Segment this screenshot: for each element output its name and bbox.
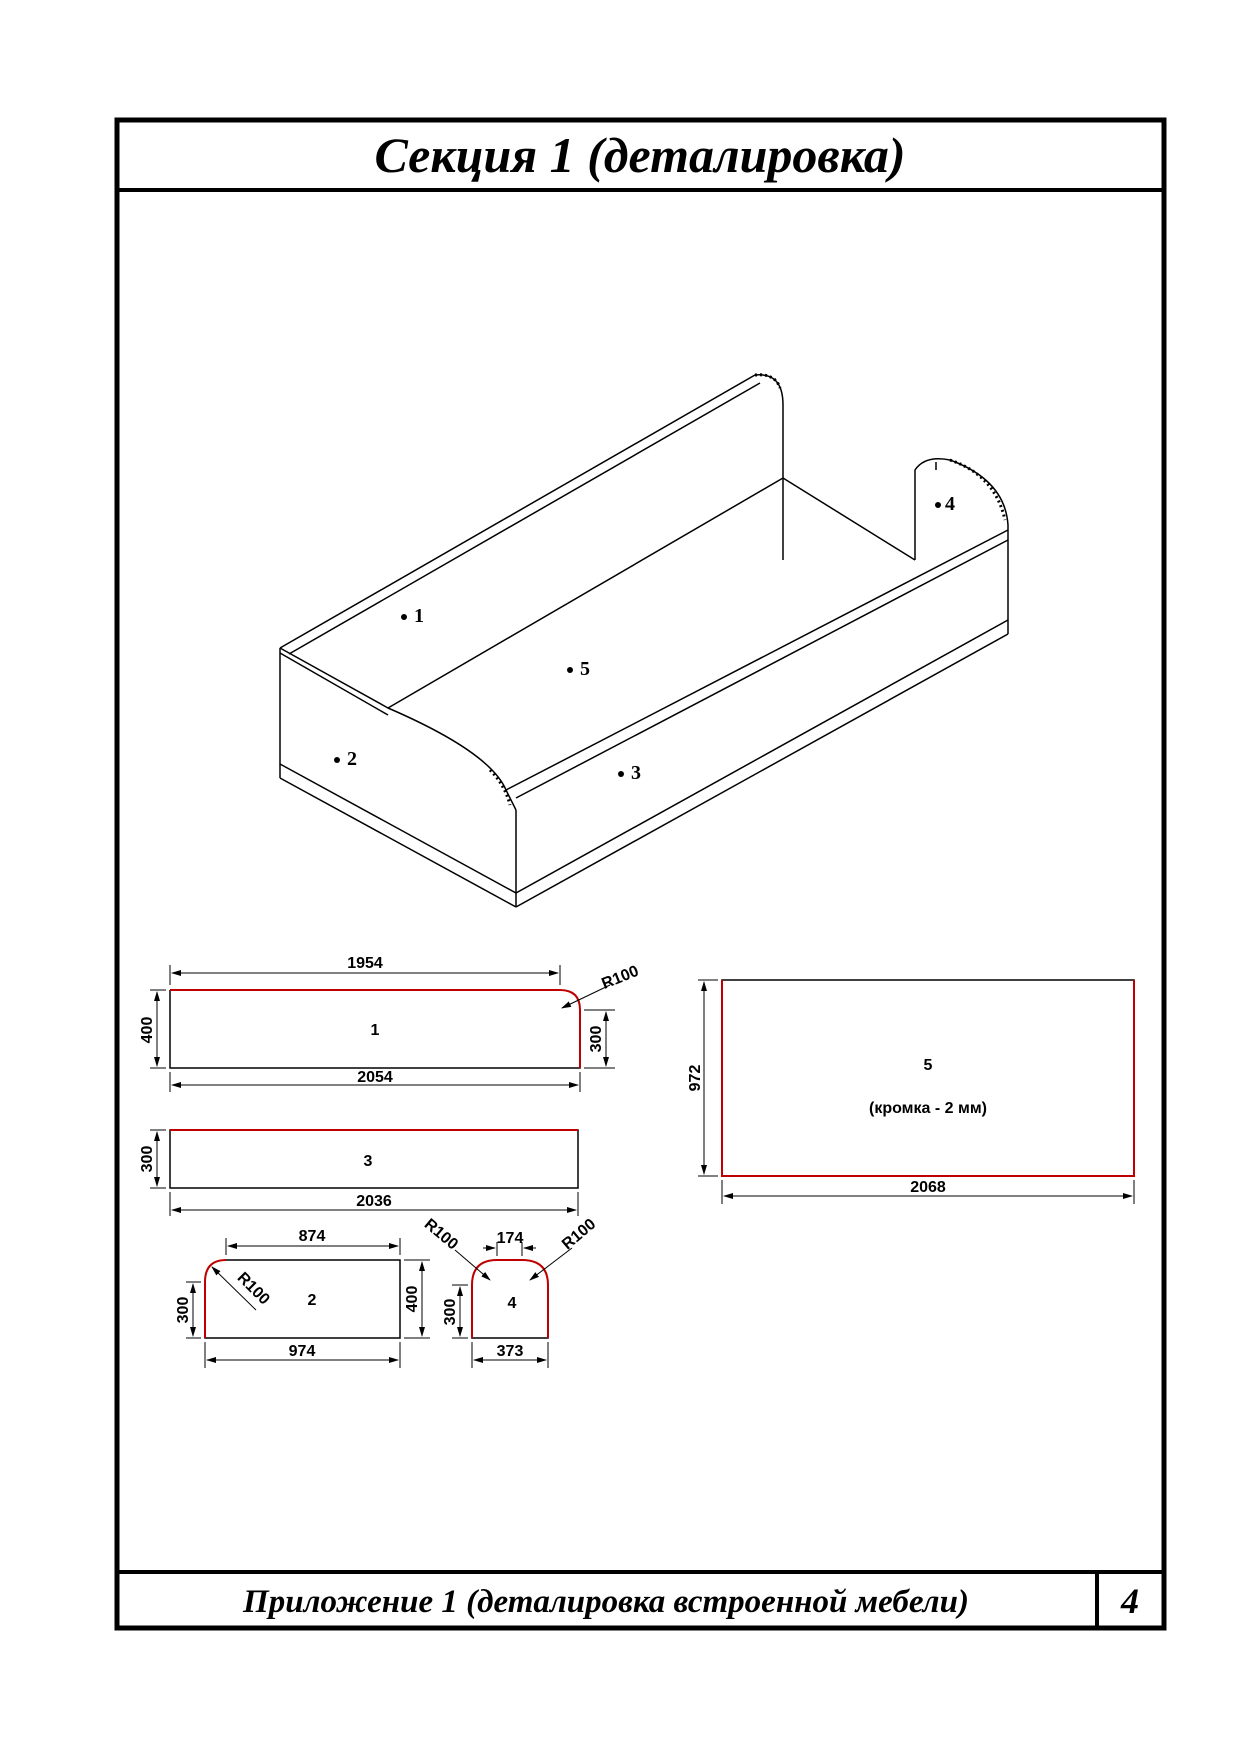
part-2-drawing: 2 874 974 300 400 R100 xyxy=(175,1228,430,1368)
part-5-label: 5 xyxy=(924,1057,933,1074)
part-1-dim-bottom-text: 2054 xyxy=(357,1069,393,1086)
part-4-label: 4 xyxy=(508,1295,517,1312)
part-3-dim-bottom xyxy=(169,1192,579,1216)
part-1-drawing: 1 1954 2054 400 300 R100 xyxy=(139,955,641,1092)
part-3-dim-left xyxy=(150,1129,166,1189)
svg-text:4: 4 xyxy=(945,493,955,515)
part-1-dim-left xyxy=(150,989,166,1069)
part-1-dim-right xyxy=(584,1009,615,1069)
part-5-dim-bottom-text: 2068 xyxy=(910,1179,946,1196)
part-4-dim-left-text: 300 xyxy=(442,1299,459,1326)
part-1-dim-right-text: 300 xyxy=(588,1026,605,1053)
part-5-dim-left xyxy=(698,979,718,1177)
part-2-dim-top-text: 874 xyxy=(299,1228,326,1245)
part-2-radius-leader xyxy=(211,1266,257,1311)
part-3-dim-bottom-text: 2036 xyxy=(356,1193,392,1210)
part-2-dim-bottom xyxy=(204,1342,401,1368)
part-2-dim-bottom-text: 974 xyxy=(289,1343,316,1360)
part-1-radius-leader xyxy=(561,984,611,1009)
part-2-label: 2 xyxy=(308,1292,317,1309)
part-2-dim-right xyxy=(404,1259,430,1339)
part-4-dim-left xyxy=(452,1284,468,1339)
iso-label-5: 5 xyxy=(567,658,590,680)
part-5-note: (кромка - 2 мм) xyxy=(869,1100,987,1117)
part-3-drawing: 3 2036 300 xyxy=(139,1129,579,1216)
svg-text:2: 2 xyxy=(347,748,357,770)
part-3-dim-left-text: 300 xyxy=(139,1146,156,1173)
part-1-dim-top-text: 1954 xyxy=(347,955,383,972)
part-4-radius-right-leader xyxy=(529,1247,573,1281)
part-4-dim-bottom-text: 373 xyxy=(497,1343,524,1360)
page-number: 4 xyxy=(1120,1581,1139,1621)
edge-band-marks xyxy=(488,373,1007,806)
part-2-dim-left-text: 300 xyxy=(175,1297,192,1324)
part-2-dim-right-text: 400 xyxy=(404,1286,421,1313)
part-3-label: 3 xyxy=(364,1153,373,1170)
iso-label-2: 2 xyxy=(334,748,357,770)
part-4-radius-left-text: R100 xyxy=(421,1216,461,1254)
part-5-dim-bottom xyxy=(721,1180,1135,1204)
part-5-dim-left-text: 972 xyxy=(687,1065,704,1092)
svg-text:1: 1 xyxy=(414,605,424,627)
footer-caption: Приложение 1 (деталировка встроенной меб… xyxy=(242,1584,969,1620)
part-2-dim-top xyxy=(225,1238,401,1255)
part-1-dim-top xyxy=(169,965,561,985)
part-2-dim-left xyxy=(186,1281,201,1339)
part-1-label: 1 xyxy=(371,1022,380,1039)
part-4-dim-top xyxy=(483,1242,536,1256)
iso-label-1: 1 xyxy=(401,605,424,627)
part-4-radius-right-text: R100 xyxy=(559,1216,599,1254)
drawing-frame xyxy=(114,117,1167,1631)
part-1-radius-text: R100 xyxy=(599,963,641,993)
iso-label-4: 4 xyxy=(935,493,955,515)
part-4-drawing: 4 174 373 300 R100 R100 xyxy=(421,1216,599,1368)
part-1-dim-left-text: 400 xyxy=(139,1017,156,1044)
part-4-radius-left-leader xyxy=(454,1249,491,1281)
part-4-dim-top-text: 174 xyxy=(497,1230,524,1247)
part-2-radius-text: R100 xyxy=(234,1269,273,1308)
iso-label-3: 3 xyxy=(618,762,641,784)
isometric-view xyxy=(279,374,1009,908)
page-title: Секция 1 (деталировка) xyxy=(374,127,905,183)
part-4-dim-bottom xyxy=(471,1342,549,1368)
part-1-dim-bottom xyxy=(169,1072,581,1092)
svg-text:5: 5 xyxy=(580,658,590,680)
part-5-drawing: 5 (кромка - 2 мм) 2068 972 xyxy=(687,979,1135,1204)
svg-text:3: 3 xyxy=(631,762,641,784)
